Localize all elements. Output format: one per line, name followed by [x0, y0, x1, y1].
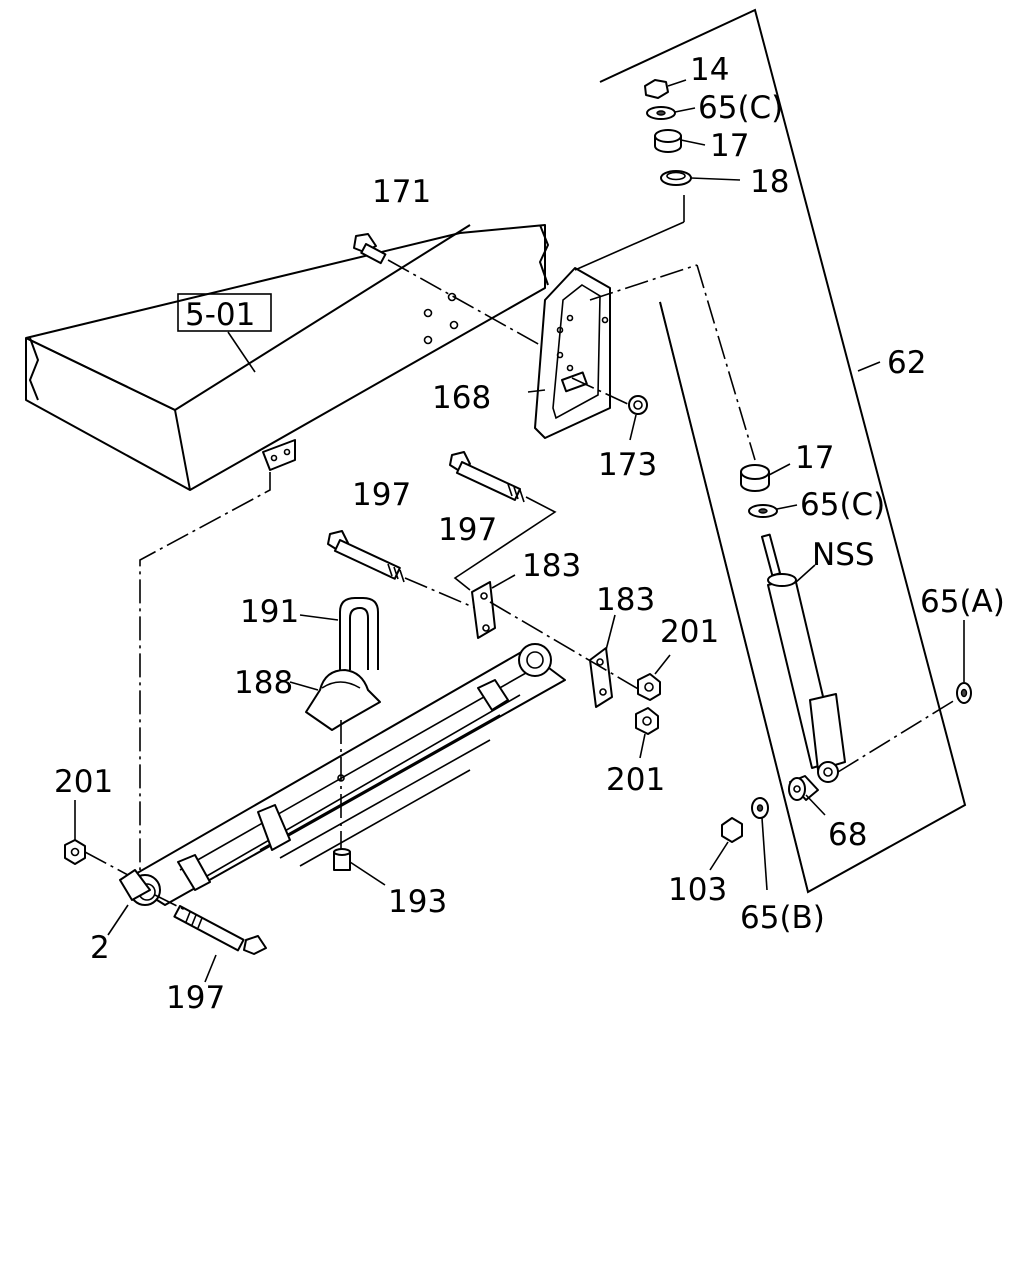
shackle-plate-183-right	[489, 601, 641, 708]
washer-65a	[956, 620, 972, 704]
label-168: 168	[432, 380, 491, 416]
label-17-mid: 17	[795, 440, 834, 476]
shock-absorber	[760, 533, 956, 783]
shackle-plate-183-left	[471, 574, 516, 639]
label-197-a: 197	[352, 477, 411, 513]
lower-mount-parts	[659, 301, 826, 893]
label-197-c: 197	[166, 980, 225, 1016]
label-183-a: 183	[522, 548, 581, 584]
label-18: 18	[750, 164, 789, 200]
nut-14	[644, 79, 669, 99]
label-65c-top: 65(C)	[698, 90, 783, 126]
retainer-18	[660, 170, 741, 186]
nut-201-right-lower	[635, 707, 659, 759]
label-183-b: 183	[596, 582, 655, 618]
label-103: 103	[668, 872, 727, 908]
label-nss: NSS	[812, 537, 875, 573]
label-14: 14	[690, 52, 729, 88]
top-mount-stack	[574, 79, 741, 271]
label-201-r1: 201	[660, 614, 719, 650]
pin-bolt-197-lower	[154, 894, 267, 983]
hanger-centerline	[139, 389, 546, 870]
label-201-r2: 201	[606, 762, 665, 798]
shackle-bracket-168	[534, 267, 631, 439]
label-173: 173	[598, 447, 657, 483]
label-197-b: 197	[438, 512, 497, 548]
nut-193	[333, 848, 386, 886]
bushing-17-top	[654, 129, 706, 153]
label-201-l: 201	[54, 764, 113, 800]
label-191: 191	[240, 594, 299, 630]
pin-bolt-197-mid	[327, 530, 481, 611]
nut-201-right-upper	[637, 654, 671, 701]
label-188: 188	[234, 665, 293, 701]
frame-rail	[25, 224, 550, 491]
leaf-spring	[107, 643, 566, 936]
spacer-188	[289, 669, 381, 731]
bolt-171	[353, 233, 541, 346]
group-62-outline	[599, 8, 967, 894]
label-62: 62	[887, 345, 926, 381]
label-193: 193	[388, 884, 447, 920]
label-171: 171	[372, 174, 431, 210]
pin-bolt-197-upper	[449, 451, 557, 591]
nut-173	[628, 395, 648, 441]
nut-201-left	[64, 800, 129, 876]
u-bolt-191	[299, 597, 379, 670]
label-68: 68	[828, 817, 867, 853]
label-5-01: 5-01	[185, 297, 255, 333]
label-65c-mid: 65(C)	[800, 487, 885, 523]
ref-box-5-01: 5-01	[177, 293, 272, 373]
label-17-top: 17	[710, 128, 749, 164]
label-2: 2	[90, 930, 110, 966]
label-65b: 65(B)	[740, 900, 825, 936]
label-65a: 65(A)	[920, 584, 1005, 620]
mid-mount-stack	[589, 264, 798, 518]
